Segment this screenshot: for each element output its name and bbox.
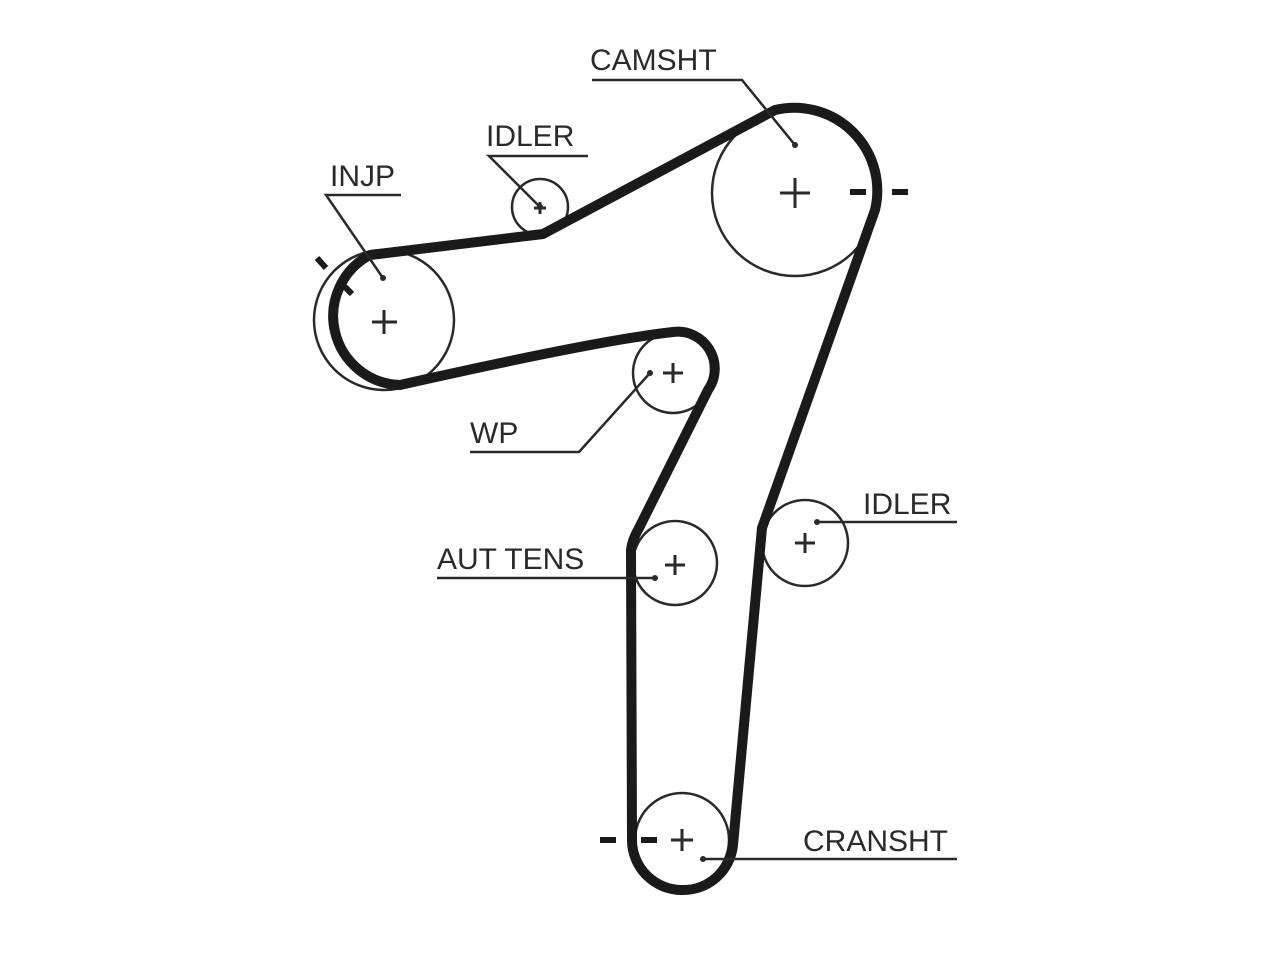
auto-tensioner-pulley — [631, 519, 719, 607]
timing-marks — [314, 189, 908, 843]
water-pump-leader — [470, 370, 653, 454]
auto-tensioner-leader — [437, 575, 658, 581]
idler-top-label: IDLER — [486, 120, 574, 153]
injection-pump-leader — [323, 193, 401, 281]
timing-belt — [328, 102, 883, 896]
idler-top-leader — [485, 154, 588, 210]
camshaft-label: CAMSHT — [590, 44, 717, 77]
injection-pump-label: INJP — [330, 160, 395, 193]
crankshaft-leader — [700, 856, 957, 862]
crankshaft-label: CRANSHT — [803, 825, 948, 858]
auto-tensioner-label: AUT TENS — [437, 543, 584, 576]
idler-right-label: IDLER — [863, 488, 951, 521]
idler-right-pulley — [760, 498, 850, 588]
camshaft-leader — [592, 78, 798, 148]
water-pump-label: WP — [470, 417, 518, 450]
idler-right-leader — [814, 519, 957, 525]
